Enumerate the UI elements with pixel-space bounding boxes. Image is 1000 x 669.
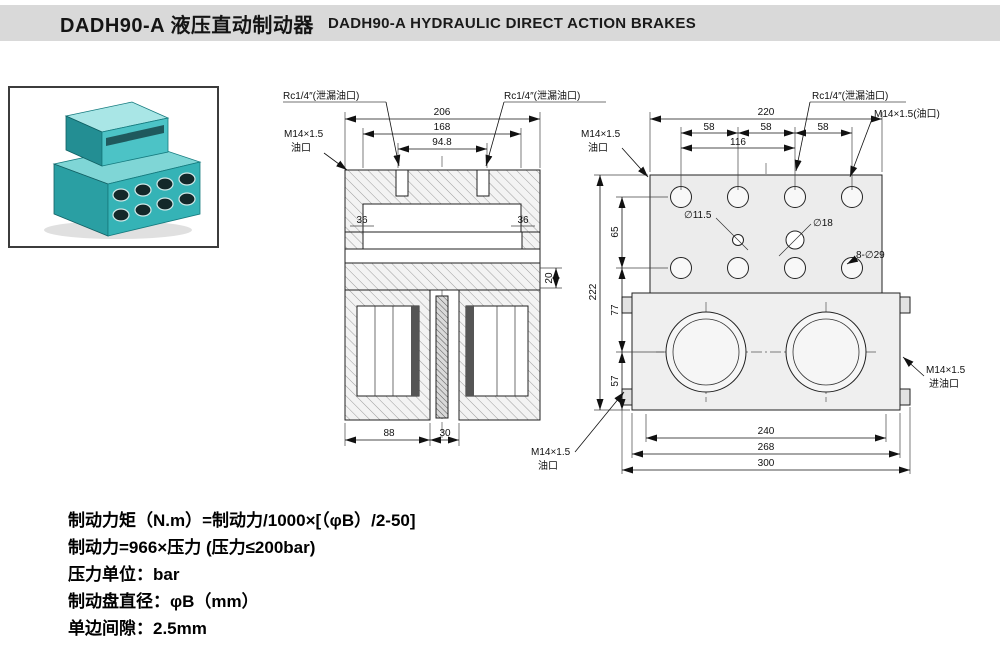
front-view: 206 168 94.8 36 36 20 88 30 Rc1/4″(泄漏油口)… <box>283 89 606 446</box>
dim-300: 300 <box>758 458 775 469</box>
dim-240: 240 <box>758 426 775 437</box>
formula-pressure-unit: 压力单位：bar <box>68 565 180 584</box>
dim-222: 222 <box>588 283 599 300</box>
dim-88: 88 <box>383 428 395 439</box>
dim-58-3: 58 <box>817 122 829 133</box>
label-leak-port-left: Rc1/4″(泄漏油口) <box>283 89 359 102</box>
dim-57: 57 <box>610 375 621 387</box>
label-oil-port-left-m14: M14×1.5 <box>581 129 621 140</box>
dim-36-right: 36 <box>517 215 529 226</box>
dim-268: 268 <box>758 442 775 453</box>
label-leak-port: Rc1/4″(泄漏油口) <box>812 89 888 102</box>
formula-force: 制动力=966×压力 (压力≤200bar) <box>68 538 316 557</box>
product-photo <box>44 101 202 239</box>
label-hole-18: ∅18 <box>813 218 833 229</box>
formula-torque: 制动力矩（N.m）=制动力/1000×[（φB）/2-50] <box>68 511 416 530</box>
label-hole-11-5: ∅11.5 <box>684 210 712 221</box>
label-inlet-cn: 进油口 <box>929 377 959 390</box>
dim-30: 30 <box>439 428 451 439</box>
label-inlet-m14: M14×1.5 <box>926 365 966 376</box>
dim-36-left: 36 <box>356 215 368 226</box>
label-oil-port-m14: M14×1.5 <box>284 129 324 140</box>
side-view: ∅11.5 ∅18 8-∅29 220 58 58 58 116 <box>531 89 966 474</box>
technical-drawing: 206 168 94.8 36 36 20 88 30 Rc1/4″(泄漏油口)… <box>283 89 966 474</box>
dim-65: 65 <box>610 226 621 238</box>
label-hole-8-29: 8-∅29 <box>856 250 885 261</box>
dim-58-2: 58 <box>760 122 772 133</box>
header-bar: DADH90-A 液压直动制动器 DADH90-A HYDRAULIC DIRE… <box>0 5 1000 41</box>
label-oil-port-top: M14×1.5(油口) <box>874 107 940 120</box>
formulas-section: 制动力矩（N.m）=制动力/1000×[（φB）/2-50] 制动力=966×压… <box>68 507 416 642</box>
label-oil-port-cn: 油口 <box>291 141 311 154</box>
label-oil-port-bottom-cn: 油口 <box>538 459 558 472</box>
label-leak-port-right: Rc1/4″(泄漏油口) <box>504 89 580 102</box>
dim-220: 220 <box>758 107 775 118</box>
brake-disc <box>435 295 449 419</box>
formula-disc-diameter: 制动盘直径：φB（mm） <box>68 592 259 611</box>
page-title-en: DADH90-A HYDRAULIC DIRECT ACTION BRAKES <box>327 14 697 32</box>
dim-20: 20 <box>544 272 555 284</box>
product-photo-box <box>8 86 219 248</box>
dim-168: 168 <box>434 122 451 133</box>
dim-206: 206 <box>434 107 451 118</box>
cylinder-bore-right <box>785 311 867 393</box>
page-title-cn: DADH90-A 液压直动制动器 <box>60 14 314 37</box>
label-oil-port-left-cn: 油口 <box>588 141 608 154</box>
dim-116: 116 <box>730 137 746 148</box>
dim-77: 77 <box>610 304 621 316</box>
photo-holes <box>112 172 196 222</box>
label-oil-port-bottom-m14: M14×1.5 <box>531 447 571 458</box>
formula-clearance: 单边间隙：2.5mm <box>68 619 207 638</box>
dim-94-8: 94.8 <box>432 137 452 148</box>
dim-58-1: 58 <box>703 122 715 133</box>
cylinder-bore-left <box>665 311 747 393</box>
